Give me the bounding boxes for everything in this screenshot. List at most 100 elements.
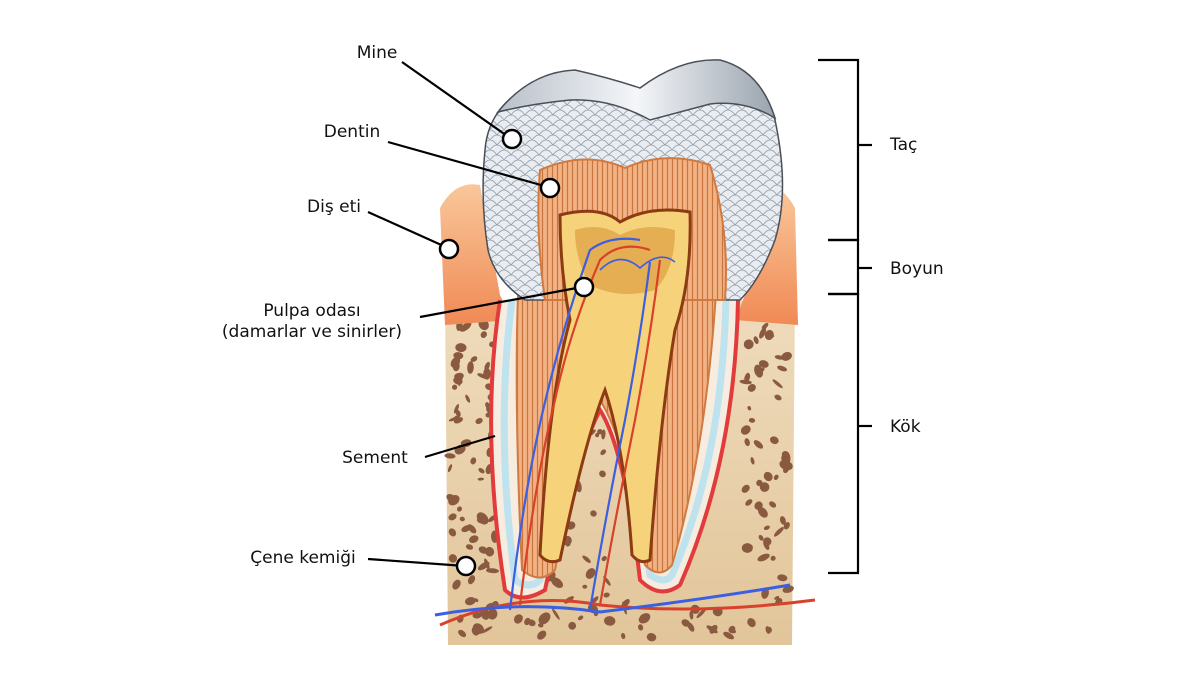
bone-pore: [565, 542, 571, 547]
bone-pore: [740, 425, 751, 435]
bone-pore: [728, 625, 736, 633]
bone-pore: [603, 592, 610, 598]
bone-pore: [467, 524, 477, 534]
bone-pore: [744, 438, 750, 447]
bone-pore: [448, 513, 457, 521]
bone-pore: [741, 543, 753, 553]
bone-pore: [582, 584, 588, 589]
pulp-marker: [573, 276, 595, 298]
bone-pore: [709, 624, 718, 634]
bone-pore: [481, 626, 493, 634]
label-pulp-line2: (damarlar ve sinirler): [222, 322, 402, 342]
dentin-marker: [539, 177, 561, 199]
bone-pore: [745, 499, 753, 506]
bone-pore: [774, 596, 780, 600]
bone-pore: [485, 546, 495, 557]
bone-pore: [779, 516, 786, 525]
label-gum: Diş eti: [307, 197, 361, 217]
bone-pore: [585, 568, 596, 579]
label-neck: Boyun: [890, 259, 944, 279]
bone-pore: [477, 477, 484, 481]
bone-pore: [485, 402, 491, 410]
bone-pore: [537, 623, 544, 628]
bone-pore: [475, 417, 483, 425]
bone-pore: [464, 596, 476, 606]
bone-pore: [759, 482, 770, 492]
bone-pore: [453, 404, 460, 414]
bone-pore: [764, 329, 774, 341]
bone-pore: [457, 506, 462, 512]
bone-pore: [577, 615, 584, 621]
bone-pore: [621, 632, 626, 640]
bone-pore: [600, 449, 607, 456]
bone-pore: [470, 457, 477, 465]
bone-pore: [769, 436, 779, 445]
bone-pore: [465, 544, 474, 550]
bone-pore: [582, 555, 591, 563]
bone-pore: [452, 384, 458, 390]
bone-pore: [470, 356, 478, 362]
bone-pore: [476, 518, 484, 524]
bone-pore: [759, 327, 767, 339]
bone-pore: [782, 585, 794, 593]
bone-pore: [723, 631, 735, 640]
bone-pore: [467, 575, 476, 585]
bone-pore: [486, 568, 499, 574]
bone-pore: [780, 456, 790, 468]
bone-pore: [469, 535, 479, 544]
jaw-bone-marker: [455, 555, 477, 577]
bone-pore: [459, 322, 472, 332]
bone-pore: [761, 322, 769, 330]
bone-pore: [744, 372, 751, 383]
bone-pore: [478, 468, 485, 474]
bone-pore: [763, 537, 772, 546]
bone-pore: [770, 555, 776, 561]
bone-pore: [783, 522, 790, 530]
bone-pore: [487, 608, 498, 620]
bone-pore: [453, 415, 460, 423]
bone-pore: [450, 356, 461, 368]
bone-pore: [601, 556, 607, 562]
bone-pore: [758, 367, 765, 373]
bone-pore: [747, 618, 756, 628]
bone-pore: [757, 553, 770, 562]
bone-pore: [773, 474, 779, 481]
bone-pore: [484, 558, 490, 570]
gum-marker: [438, 238, 460, 260]
bone-pore: [757, 507, 768, 518]
bone-pore: [552, 608, 560, 620]
bone-pore: [696, 608, 707, 619]
bone-pore: [753, 336, 759, 344]
blood-vessels: [434, 237, 816, 627]
bone-pore: [465, 394, 471, 403]
bone-pore: [550, 577, 564, 588]
label-crown: Taç: [889, 135, 917, 155]
bone-pore: [763, 471, 773, 482]
bone-pore: [747, 405, 752, 411]
bone-pore: [743, 339, 754, 350]
bone-pore: [590, 596, 599, 604]
bone-pore: [453, 352, 464, 360]
bone-pore: [483, 368, 491, 380]
bone-pore: [646, 633, 657, 642]
bone-pore: [777, 365, 788, 372]
bone-pore: [689, 610, 694, 620]
bone-pore: [777, 574, 788, 582]
label-cementum: Sement: [342, 448, 408, 468]
bone-pore: [538, 612, 551, 625]
bone-pore: [447, 464, 453, 473]
bone-pore: [765, 626, 771, 634]
bone-pore: [772, 379, 783, 389]
bone-pore: [747, 383, 756, 392]
bone-pore: [769, 501, 777, 508]
bone-pore: [467, 361, 474, 374]
bone-pore: [763, 525, 770, 531]
bone-pore: [597, 428, 603, 435]
bone-pore: [452, 579, 461, 590]
bone-pore: [604, 616, 616, 626]
bone-pore: [590, 510, 597, 517]
bone-pore: [513, 614, 523, 624]
bone-pore: [638, 624, 644, 631]
bone-pore: [741, 484, 750, 493]
region-brackets: Taç Boyun Kök: [818, 58, 944, 575]
